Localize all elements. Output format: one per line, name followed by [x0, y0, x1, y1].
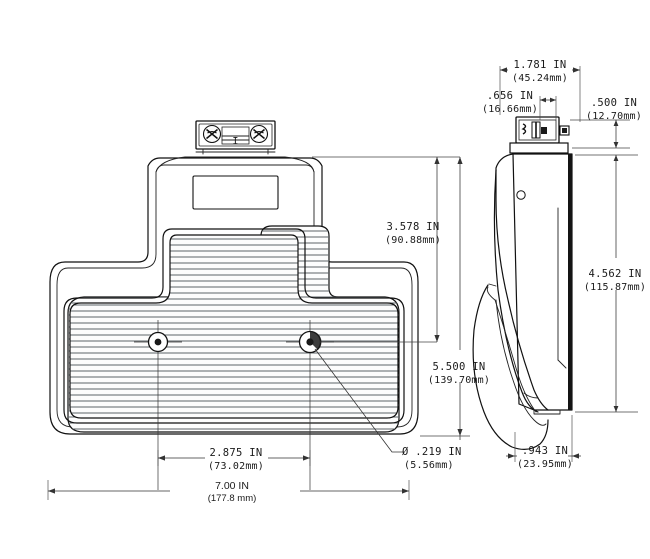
- dimension-hole-spacing: 2.875 IN (73.02mm): [157, 447, 311, 472]
- dimension-overall-height-inches: 5.500 IN: [433, 361, 486, 373]
- dimension-bracket-offset-mm: (16.66mm): [482, 104, 538, 115]
- dimension-bracket-offset-inches: .656 IN: [487, 90, 533, 102]
- side-view-edge-band: [568, 154, 573, 410]
- dimension-hole-diameter-inches: Ø .219 IN: [402, 446, 462, 458]
- dimension-side-base-width: .943 IN (23.95mm): [506, 415, 581, 470]
- pad-ribbing: [69, 234, 399, 419]
- dimension-hole-diameter-callout: Ø .219 IN (5.56mm): [314, 348, 462, 471]
- dimension-bracket-height-mm: (12.70mm): [586, 111, 642, 122]
- dimension-overall-width: 7.00 IN (177.8 mm): [47, 480, 410, 504]
- side-view-group: [472, 116, 573, 450]
- dimension-overall-width-mm: (177.8 mm): [208, 493, 257, 504]
- dimension-bracket-height-inches: .500 IN: [591, 97, 637, 109]
- dimension-overall-height-mm: (139.70mm): [428, 375, 490, 386]
- dimension-bracket-offset: .656 IN (16.66mm): [482, 90, 557, 120]
- dimension-hole-spacing-mm: (73.02mm): [208, 461, 264, 472]
- dimension-bracket-width-inches: 1.781 IN: [514, 59, 567, 71]
- dimension-bracket-width-mm: (45.24mm): [512, 73, 568, 84]
- dimension-bracket-height: .500 IN (12.70mm): [570, 97, 642, 149]
- dimension-side-height-mm: (115.87mm): [584, 282, 646, 293]
- bracket-screw-right: [249, 124, 269, 144]
- bracket-center-mark: I: [232, 136, 238, 147]
- front-view-badge-recess: [192, 175, 279, 210]
- front-view-head-cap: [155, 156, 315, 173]
- dimension-hole-diameter-mm: (5.56mm): [404, 460, 454, 471]
- dimension-overall-width-inches: 7.00 IN: [215, 480, 249, 492]
- dimension-side-height-inches: 4.562 IN: [589, 268, 642, 280]
- dimension-side-height: 4.562 IN (115.87mm): [575, 154, 646, 413]
- front-view-mounting-hole-left: [134, 320, 182, 490]
- bracket-screw-left: [202, 124, 222, 144]
- front-view-top-bracket: I: [195, 120, 276, 155]
- dimension-side-base-width-mm: (23.95mm): [517, 459, 573, 470]
- dimension-overall-height: 5.500 IN (139.70mm): [420, 157, 490, 440]
- dimension-side-base-width-inches: .943 IN: [522, 445, 568, 457]
- dimension-hole-to-top: 3.578 IN (90.88mm): [312, 156, 460, 343]
- dimension-hole-to-top-inches: 3.578 IN: [387, 221, 440, 233]
- dimension-hole-to-top-mm: (90.88mm): [385, 235, 441, 246]
- dimension-hole-spacing-inches: 2.875 IN: [210, 447, 263, 459]
- dimension-bracket-width: 1.781 IN (45.24mm): [499, 59, 581, 122]
- side-view-top-bracket: [509, 116, 570, 154]
